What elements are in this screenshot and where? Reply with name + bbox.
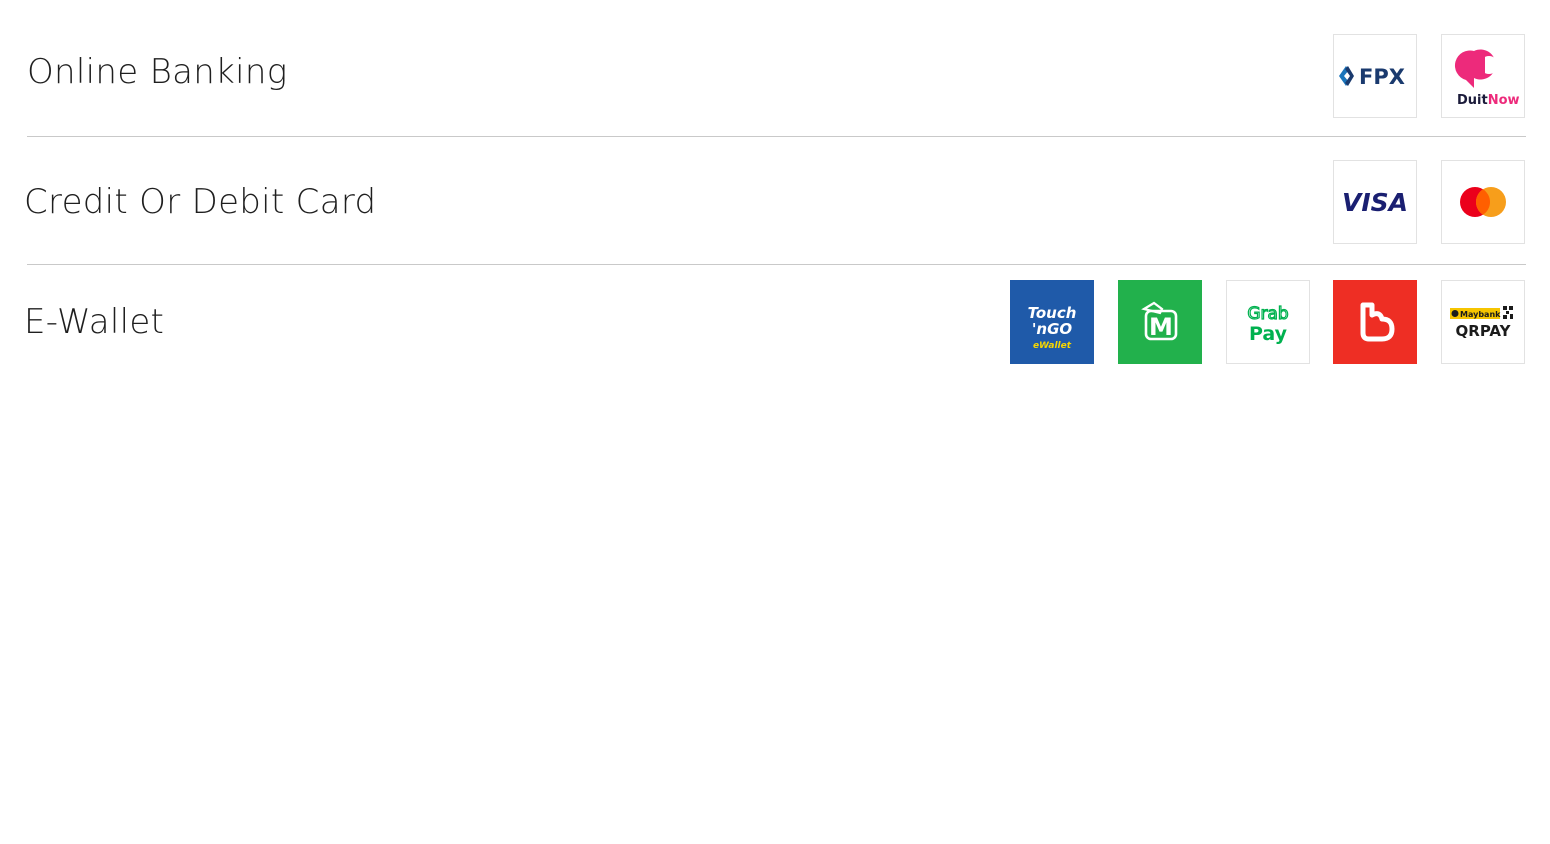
touchngo-option[interactable]: Touch 'nGO eWallet — [1010, 280, 1094, 364]
boost-option[interactable] — [1333, 280, 1417, 364]
maybank-qrpay-logo-icon: Maybank QRPAY — [1450, 306, 1513, 340]
touchngo-logo-icon: Touch 'nGO eWallet — [1028, 304, 1077, 351]
grabpay-logo-icon: Grab Pay — [1247, 303, 1290, 345]
visa-logo-text: VISA — [1342, 188, 1408, 217]
maybank-qrpay-option[interactable]: Maybank QRPAY — [1441, 280, 1525, 364]
duitnow-text-duit: Duit — [1457, 93, 1488, 108]
online-banking-label: Online Banking — [27, 52, 288, 92]
divider — [27, 264, 1526, 265]
duitnow-logo-icon: DuitNow — [1454, 49, 1520, 108]
grabpay-text-grab: Grab — [1247, 304, 1288, 324]
mastercard-logo-icon — [1460, 187, 1506, 217]
fpx-logo-icon: FPX — [1339, 65, 1405, 89]
duitnow-option[interactable]: DuitNow — [1441, 34, 1525, 118]
mcash-logo-icon: M — [1141, 301, 1178, 341]
maybank-text: Maybank — [1460, 310, 1501, 319]
fpx-option[interactable]: FPX — [1333, 34, 1417, 118]
touchngo-text-ewallet: eWallet — [1033, 341, 1072, 351]
mcash-option[interactable]: M — [1118, 280, 1202, 364]
boost-logo-icon — [1360, 302, 1395, 342]
qr-code-icon — [1503, 306, 1513, 319]
e-wallet-label: E-Wallet — [24, 302, 165, 342]
touchngo-text-touch: Touch — [1028, 304, 1077, 322]
touchngo-text-ngo: 'nGO — [1032, 320, 1073, 338]
qrpay-text: QRPAY — [1456, 322, 1512, 340]
mastercard-option[interactable] — [1441, 160, 1525, 244]
visa-logo-icon: VISA — [1342, 188, 1408, 217]
grabpay-text-pay: Pay — [1249, 323, 1288, 345]
divider — [27, 136, 1526, 137]
fpx-logo-text: FPX — [1359, 65, 1405, 89]
mcash-logo-text: M — [1149, 313, 1173, 341]
visa-option[interactable]: VISA — [1333, 160, 1417, 244]
grabpay-option[interactable]: Grab Pay — [1226, 280, 1310, 364]
credit-debit-card-label: Credit Or Debit Card — [24, 182, 377, 222]
svg-text:DuitNow: DuitNow — [1457, 93, 1520, 108]
duitnow-text-now: Now — [1488, 93, 1520, 108]
